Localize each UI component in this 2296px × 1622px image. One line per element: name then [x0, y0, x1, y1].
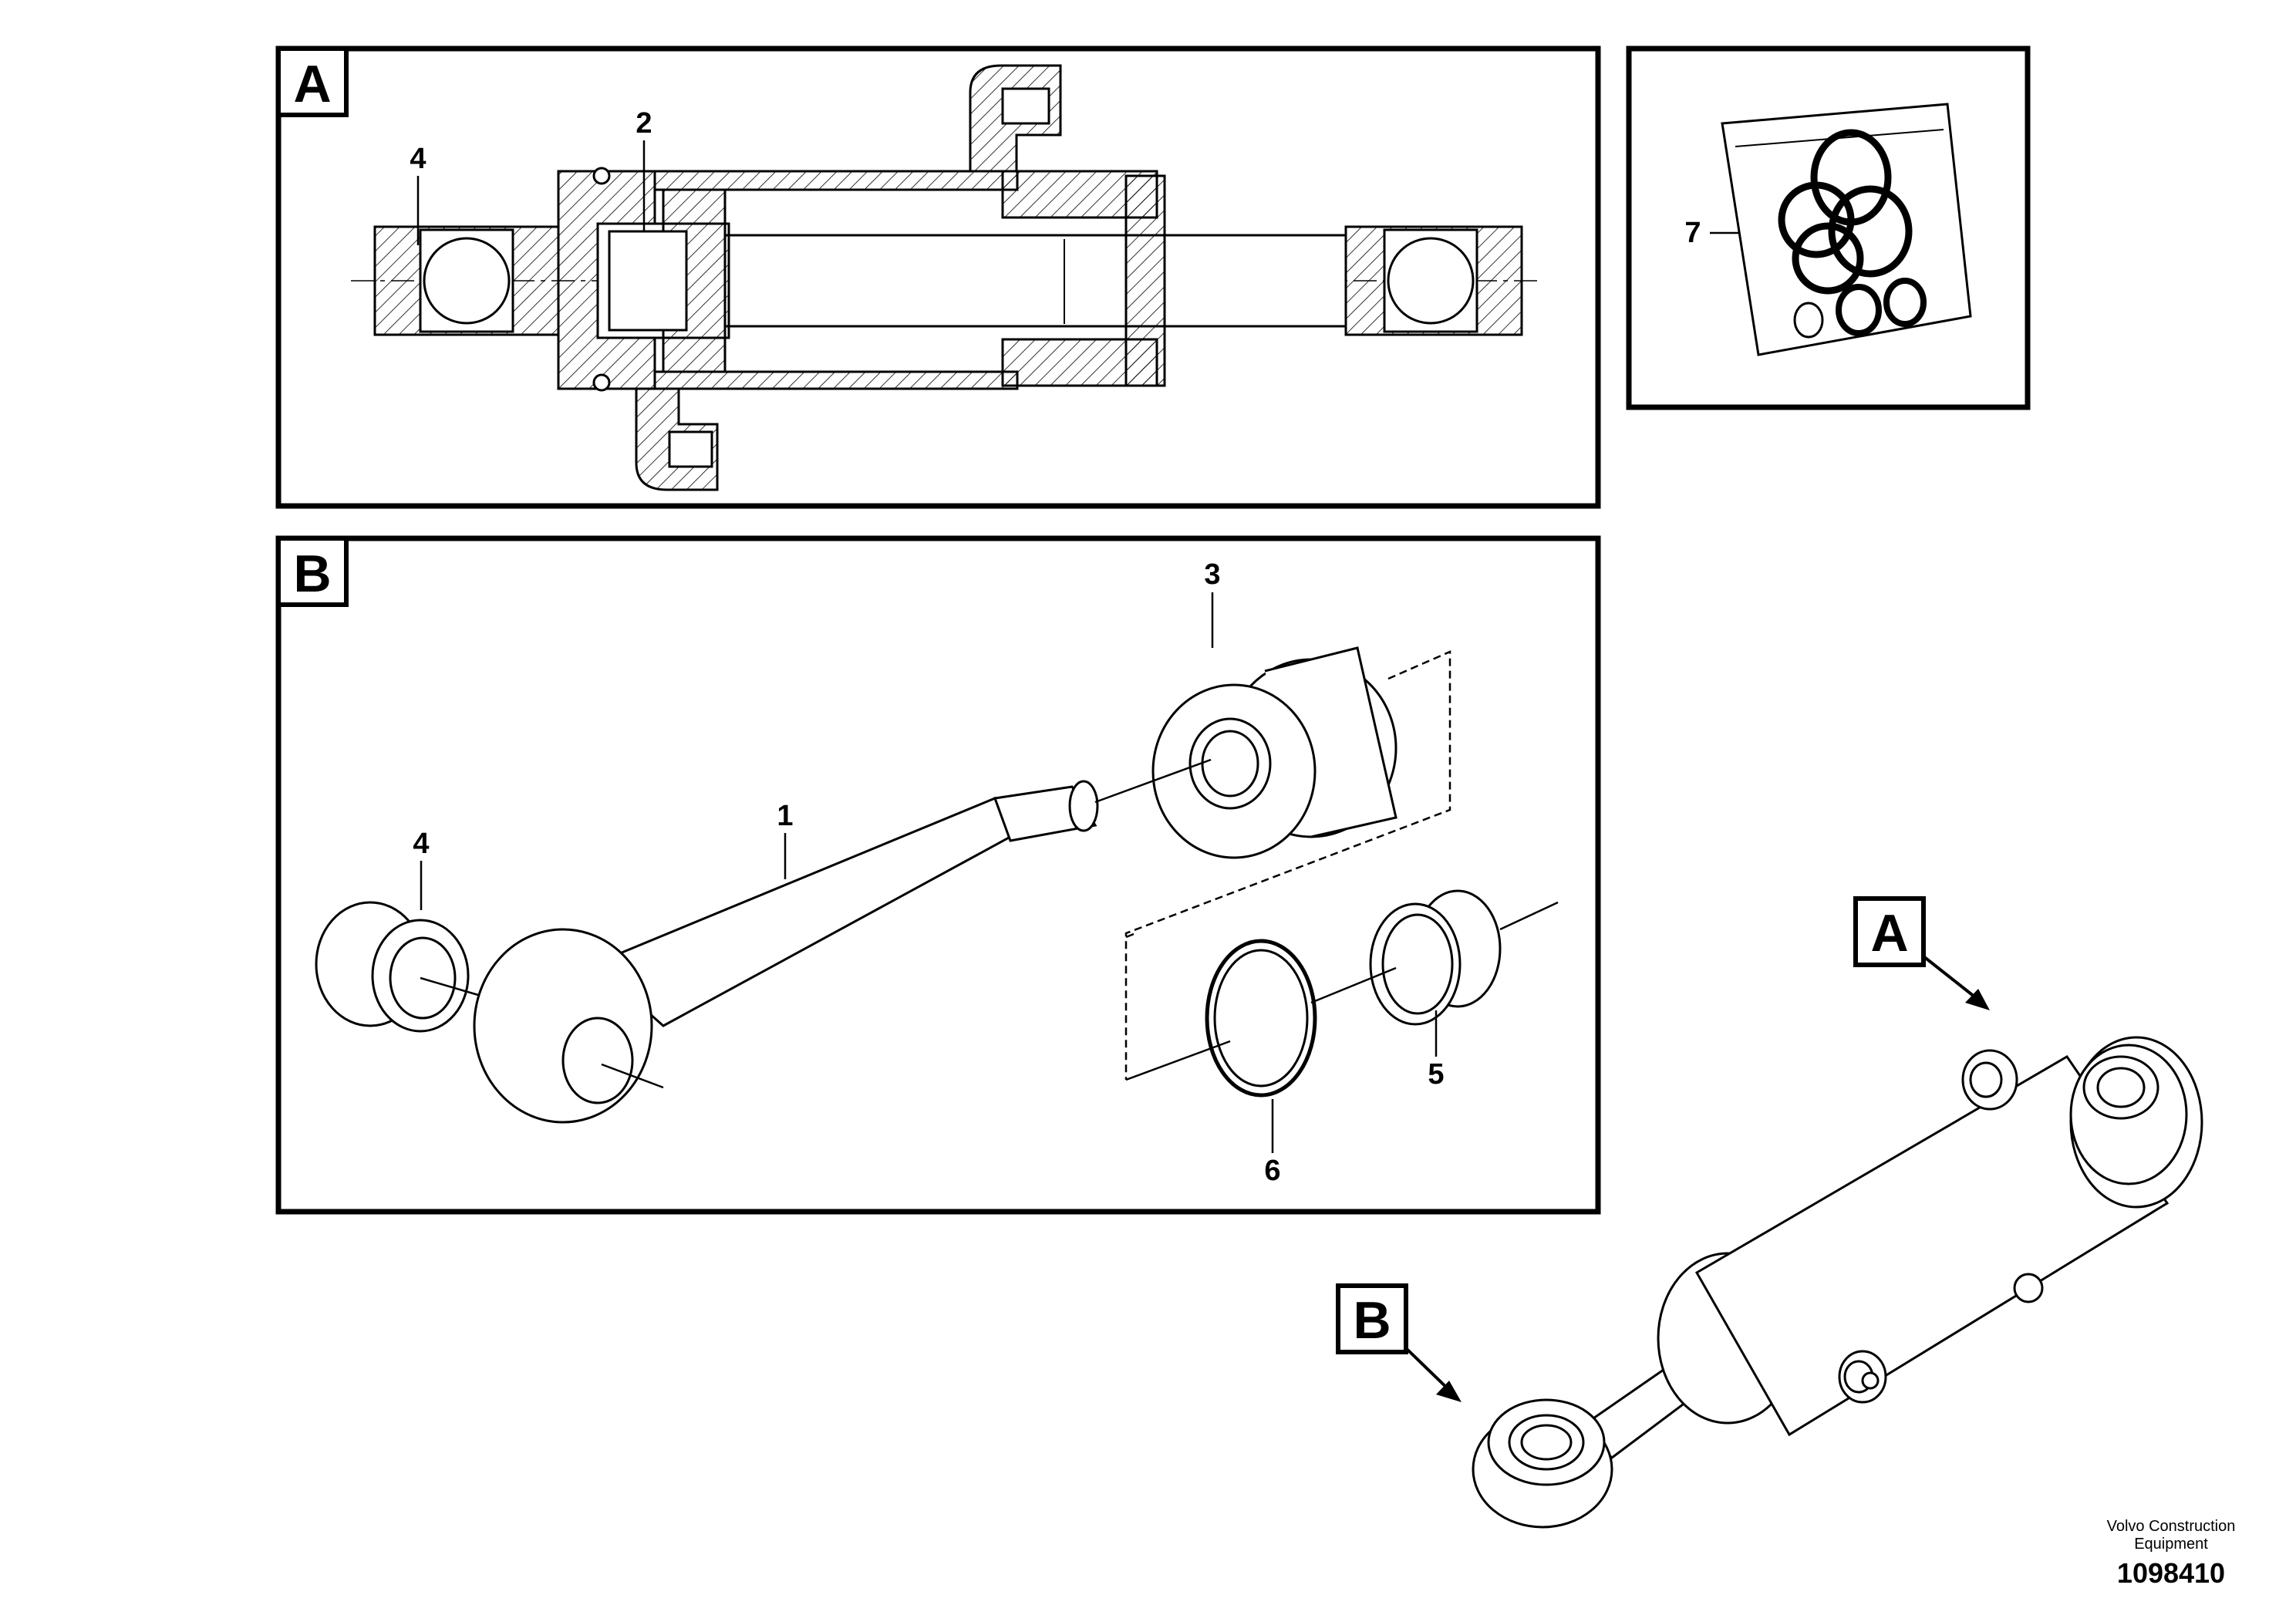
assembly-callout-a-box	[1853, 896, 1926, 967]
assembly-callout-b-box	[1336, 1283, 1408, 1354]
reference-number: 1098410	[2117, 1557, 2225, 1589]
panel-b-letter-box	[276, 536, 349, 607]
panel-a: A	[275, 46, 1601, 509]
credit-line-1: Volvo Construction	[2107, 1518, 2236, 1535]
callout-7: 7	[1684, 217, 1701, 249]
cylinder-section-drawing	[351, 64, 1539, 491]
callout-3: 3	[1204, 558, 1220, 591]
panel-b: B	[275, 535, 1601, 1215]
assembly-callout-a: A	[1870, 904, 1908, 963]
panel-a-frame	[275, 46, 1601, 509]
assembly-callout-a-leader	[1922, 955, 1984, 1004]
footer: Volvo Construction Equipment 1098410	[2107, 1518, 2236, 1589]
callout-2-section: 2	[636, 107, 652, 140]
callout-1: 1	[777, 800, 793, 832]
assembly-callout-b: B	[1353, 1291, 1391, 1350]
panel-kit-frame	[1626, 46, 2031, 410]
exploded-rod-drawing	[315, 646, 1502, 1124]
assembly-callout-a-arrow	[1965, 989, 1990, 1010]
callout-6: 6	[1264, 1155, 1280, 1187]
credit-line-2: Equipment	[2134, 1536, 2208, 1553]
panel-seal-kit: 7	[1626, 46, 2031, 410]
panel-b-frame	[275, 535, 1601, 1215]
seal-kit-bag-drawing	[1721, 103, 1972, 356]
assembled-cylinder: A B	[1336, 896, 2203, 1529]
assembled-cylinder-drawing	[1472, 1036, 2203, 1529]
callout-4-section: 4	[410, 143, 426, 175]
panel-a-letter: A	[293, 55, 331, 113]
callout-5: 5	[1428, 1058, 1444, 1091]
assembly-guide-lines	[420, 650, 1559, 1089]
callout-4-exploded: 4	[413, 828, 429, 860]
panel-a-letter-box	[276, 46, 349, 117]
assembly-callout-b-arrow	[1436, 1381, 1462, 1402]
panel-b-letter: B	[293, 545, 331, 603]
